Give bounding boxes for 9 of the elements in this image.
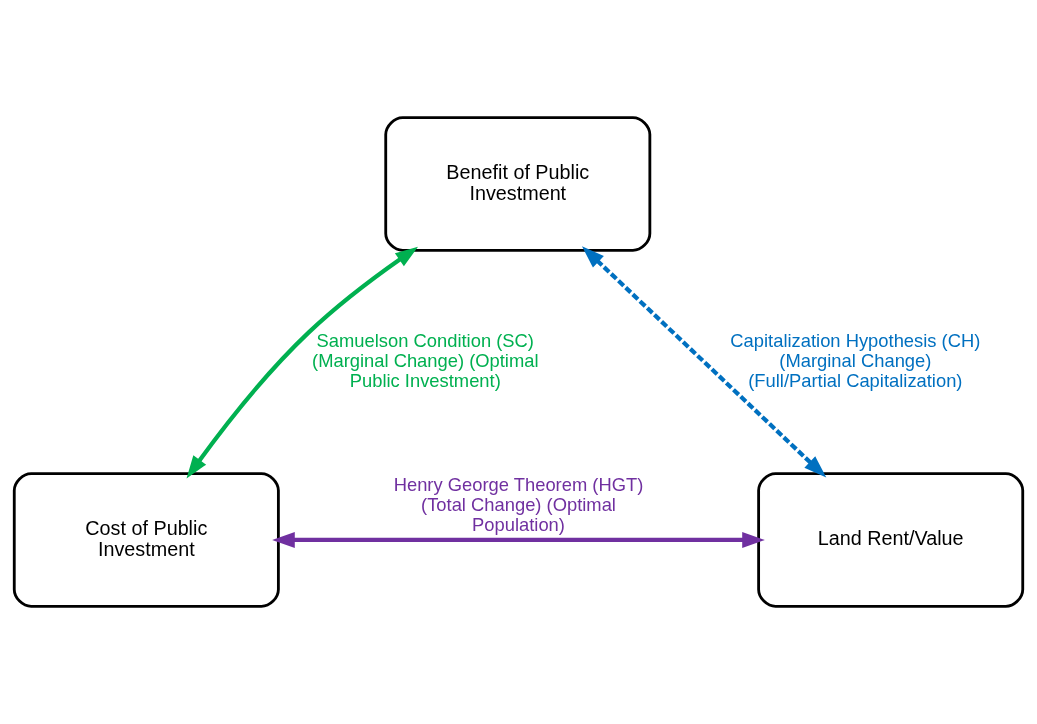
node-box: Land Rent/Value [757,472,1025,608]
arrow [272,532,765,548]
node-box: Benefit of Public Investment [384,116,652,252]
edge-label: Henry George Theorem (HGT) (Total Change) (Optimal Population) [393,474,644,535]
arrow [581,246,827,478]
edge-label: Capitalization Hypothesis (CH) (Marginal Change) (Full/Partial Capitalization) [730,330,981,391]
node-box: Cost of Public Investment [12,472,280,608]
arrow [186,246,419,479]
edge-label: Samuelson Condition (SC) (Marginal Change) (Optimal Public Investment) [312,330,539,391]
